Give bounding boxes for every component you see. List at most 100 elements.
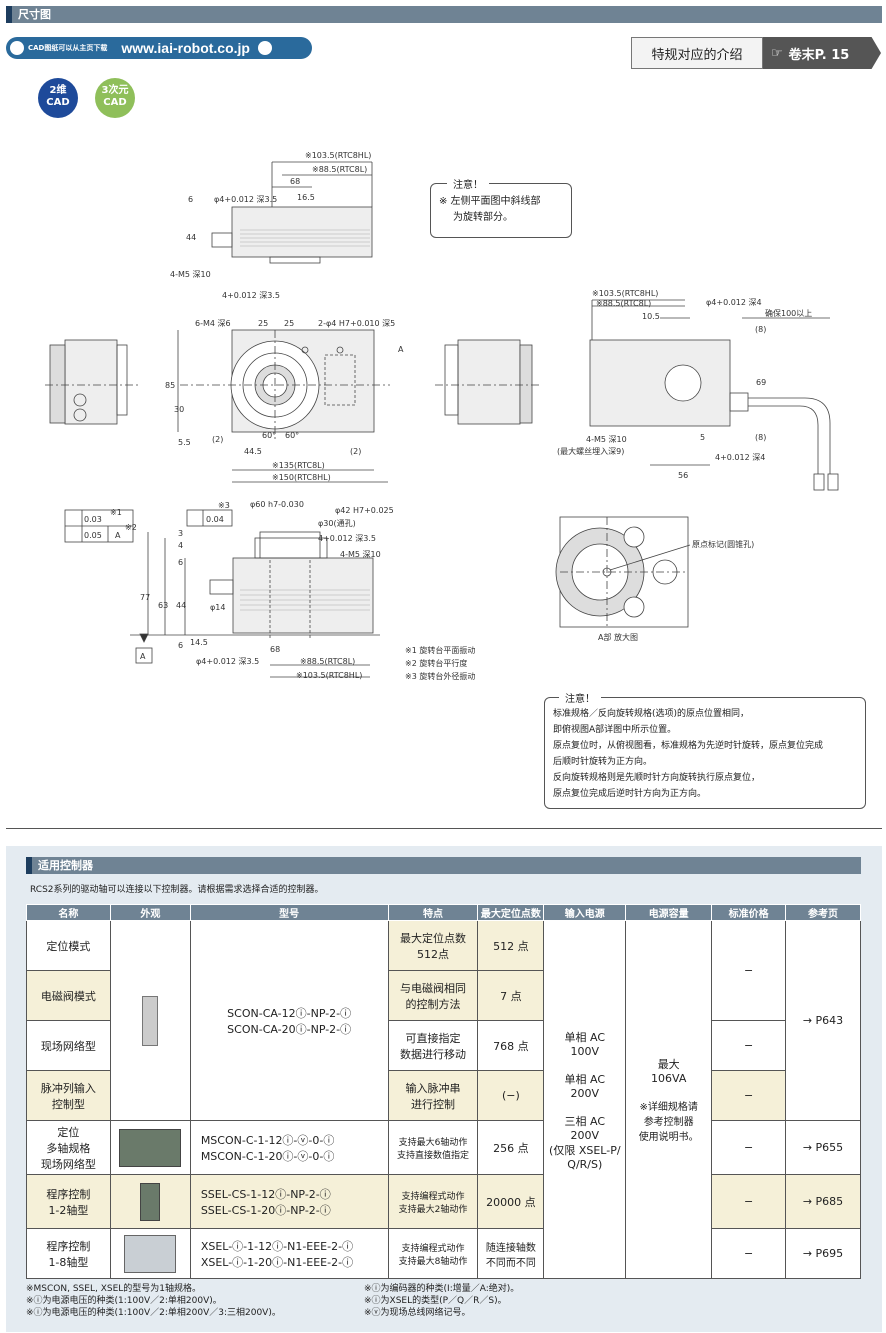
section-header-controllers: 适用控制器 — [26, 857, 861, 874]
feature-line: 进行控制 — [410, 1097, 455, 1111]
dim-text: (8) — [755, 433, 766, 442]
note-line: 反向旋转规格则是先顺时针方向旋转执行原点复位， — [553, 773, 761, 783]
points-line: 不同而不同 — [485, 1257, 536, 1269]
tolerance-text: 0.04 — [206, 515, 224, 524]
dim-text: 4-M5 深10 — [170, 270, 211, 279]
dim-text: 5 — [700, 433, 705, 442]
feature-line: 与电磁阀相同 — [399, 981, 466, 995]
dim-text: ※103.5(RTC8HL) — [296, 671, 362, 680]
dim-text: 60° — [285, 431, 299, 440]
dim-text: 44 — [176, 601, 186, 610]
model-line: MSCON-C-1-12ⓘ-ⓥ-0-ⓘ — [200, 1133, 335, 1147]
footnote: ※MSCON, SSEL, XSEL的型号为1轴规格。 — [26, 1284, 201, 1294]
controller-name: 现场网络型 — [26, 1020, 111, 1071]
controllers-table: 名称 外观 型号 特点 最大定位点数 输入电源 电源容量 标准价格 参考页 定位… — [26, 904, 861, 1279]
cad-download-banner[interactable]: CAD图纸可以从主页下载 www.iai-robot.co.jp — [6, 37, 312, 59]
dim-text: 16.5 — [297, 193, 315, 202]
note-line: 即俯视图A部详图中所示位置。 — [553, 725, 677, 735]
price: − — [711, 1228, 787, 1279]
dimension-drawings: ※103.5(RTC8HL) ※88.5(RTC8L) 68 16.5 φ4+0… — [45, 151, 839, 681]
dim-text: φ30(通孔) — [318, 518, 356, 528]
dim-text: 4+0.012 深3.5 — [222, 291, 280, 300]
dim-text: ※88.5(RTC8L) — [300, 657, 355, 666]
controller-image — [109, 920, 191, 1121]
model-line: SCON-CA-12ⓘ-NP-2-ⓘ — [227, 1006, 352, 1020]
feature-line: 支持编程式动作 — [401, 1191, 465, 1202]
power-line: 100V — [570, 1044, 600, 1058]
dim-text: ※103.5(RTC8HL) — [592, 289, 658, 298]
price: − — [711, 1070, 787, 1121]
power-line: 三相 AC — [564, 1114, 606, 1128]
dim-text: φ4+0.012 深4 — [706, 298, 762, 307]
max-points: 20000 点 — [477, 1174, 545, 1229]
website-link[interactable]: www.iai-robot.co.jp — [121, 40, 250, 56]
mscon-image — [119, 1128, 182, 1167]
feature: 支持编程式动作支持最大8轴动作 — [387, 1228, 479, 1279]
dim-text: 6 — [188, 195, 193, 204]
power-line: 单相 AC — [564, 1030, 606, 1044]
datum-label: A — [140, 652, 146, 661]
table-header-row: 名称 外观 型号 特点 最大定位点数 输入电源 电源容量 标准价格 参考页 — [26, 904, 861, 921]
detail-caption: A部 放大图 — [598, 632, 638, 642]
page-ref[interactable]: → P685 — [785, 1174, 861, 1229]
dim-text: ※103.5(RTC8HL) — [305, 151, 371, 160]
special-spec-reference[interactable]: 特规对应的介绍 ☞卷末P. 15 — [631, 37, 881, 69]
page-ref[interactable]: → P655 — [785, 1120, 861, 1175]
dim-text: 6-M4 深6 — [195, 319, 231, 328]
note-line: ※ 左侧平面图中斜线部 — [439, 196, 541, 207]
page-ref-label: ☞卷末P. 15 — [763, 37, 881, 69]
bullet-icon — [257, 41, 272, 55]
max-points: 256 点 — [477, 1120, 545, 1175]
name-line: 现场网络型 — [40, 1157, 96, 1171]
ssel-image — [140, 1182, 161, 1221]
footnote: ※ⓥ为现场总线网络记号。 — [364, 1308, 471, 1318]
price: − — [711, 1020, 787, 1071]
note-line: 原点复位完成后逆时针方向为正方向。 — [553, 789, 707, 799]
page-ref[interactable]: → P643 — [785, 920, 861, 1121]
model-line: SSEL-CS-1-12ⓘ-NP-2-ⓘ — [200, 1187, 331, 1201]
note-title: 注意！ — [447, 176, 489, 191]
name-line: 程序控制 — [46, 1187, 91, 1201]
note-ref: ※2 — [125, 523, 137, 532]
price: − — [711, 1174, 787, 1229]
col-header: 标准价格 — [711, 904, 787, 921]
dim-text: 68 — [270, 645, 280, 654]
feature-line: 512点 — [416, 947, 449, 961]
dim-text: 85 — [165, 381, 175, 390]
max-points: 随连接轴数不同而不同 — [477, 1228, 545, 1279]
controller-name: 电磁阀模式 — [26, 970, 111, 1021]
dim-text: 4+0.012 深4 — [715, 453, 765, 462]
feature-line: 支持最大2轴动作 — [398, 1204, 468, 1215]
dim-text: φ4+0.012 深3.5 — [196, 657, 259, 666]
badge-2d-line2: CAD — [46, 97, 70, 108]
footnote: ※ⓘ为XSEL的类型(P／Q／R／S)。 — [364, 1296, 507, 1306]
dim-text: 63 — [158, 601, 168, 610]
name-line: 程序控制 — [46, 1239, 91, 1253]
dim-text: 77 — [140, 593, 150, 602]
dim-text: 56 — [678, 471, 688, 480]
controller-image — [109, 1228, 191, 1279]
dim-text: A — [398, 345, 404, 354]
capacity-line: ※详细规格请 — [639, 1102, 698, 1113]
page-ref[interactable]: → P695 — [785, 1228, 861, 1279]
dim-text: 4-M5 深10 — [340, 550, 381, 559]
dim-text: 10.5 — [642, 312, 660, 321]
model-line: MSCON-C-1-20ⓘ-ⓥ-0-ⓘ — [200, 1149, 335, 1163]
feature-line: 可直接指定 — [405, 1031, 461, 1045]
tolerance-text: A — [115, 531, 121, 540]
xsel-image — [124, 1234, 177, 1273]
feature-line: 支持最大6轴动作 — [398, 1137, 468, 1148]
dim-text: ※88.5(RTC8L) — [596, 299, 651, 308]
hand-pointer-icon: ☞ — [771, 45, 783, 61]
note-line: 为旋转部分。 — [453, 212, 513, 223]
max-points: (−) — [477, 1070, 545, 1121]
max-points: 512 点 — [477, 920, 545, 971]
divider — [6, 828, 882, 829]
